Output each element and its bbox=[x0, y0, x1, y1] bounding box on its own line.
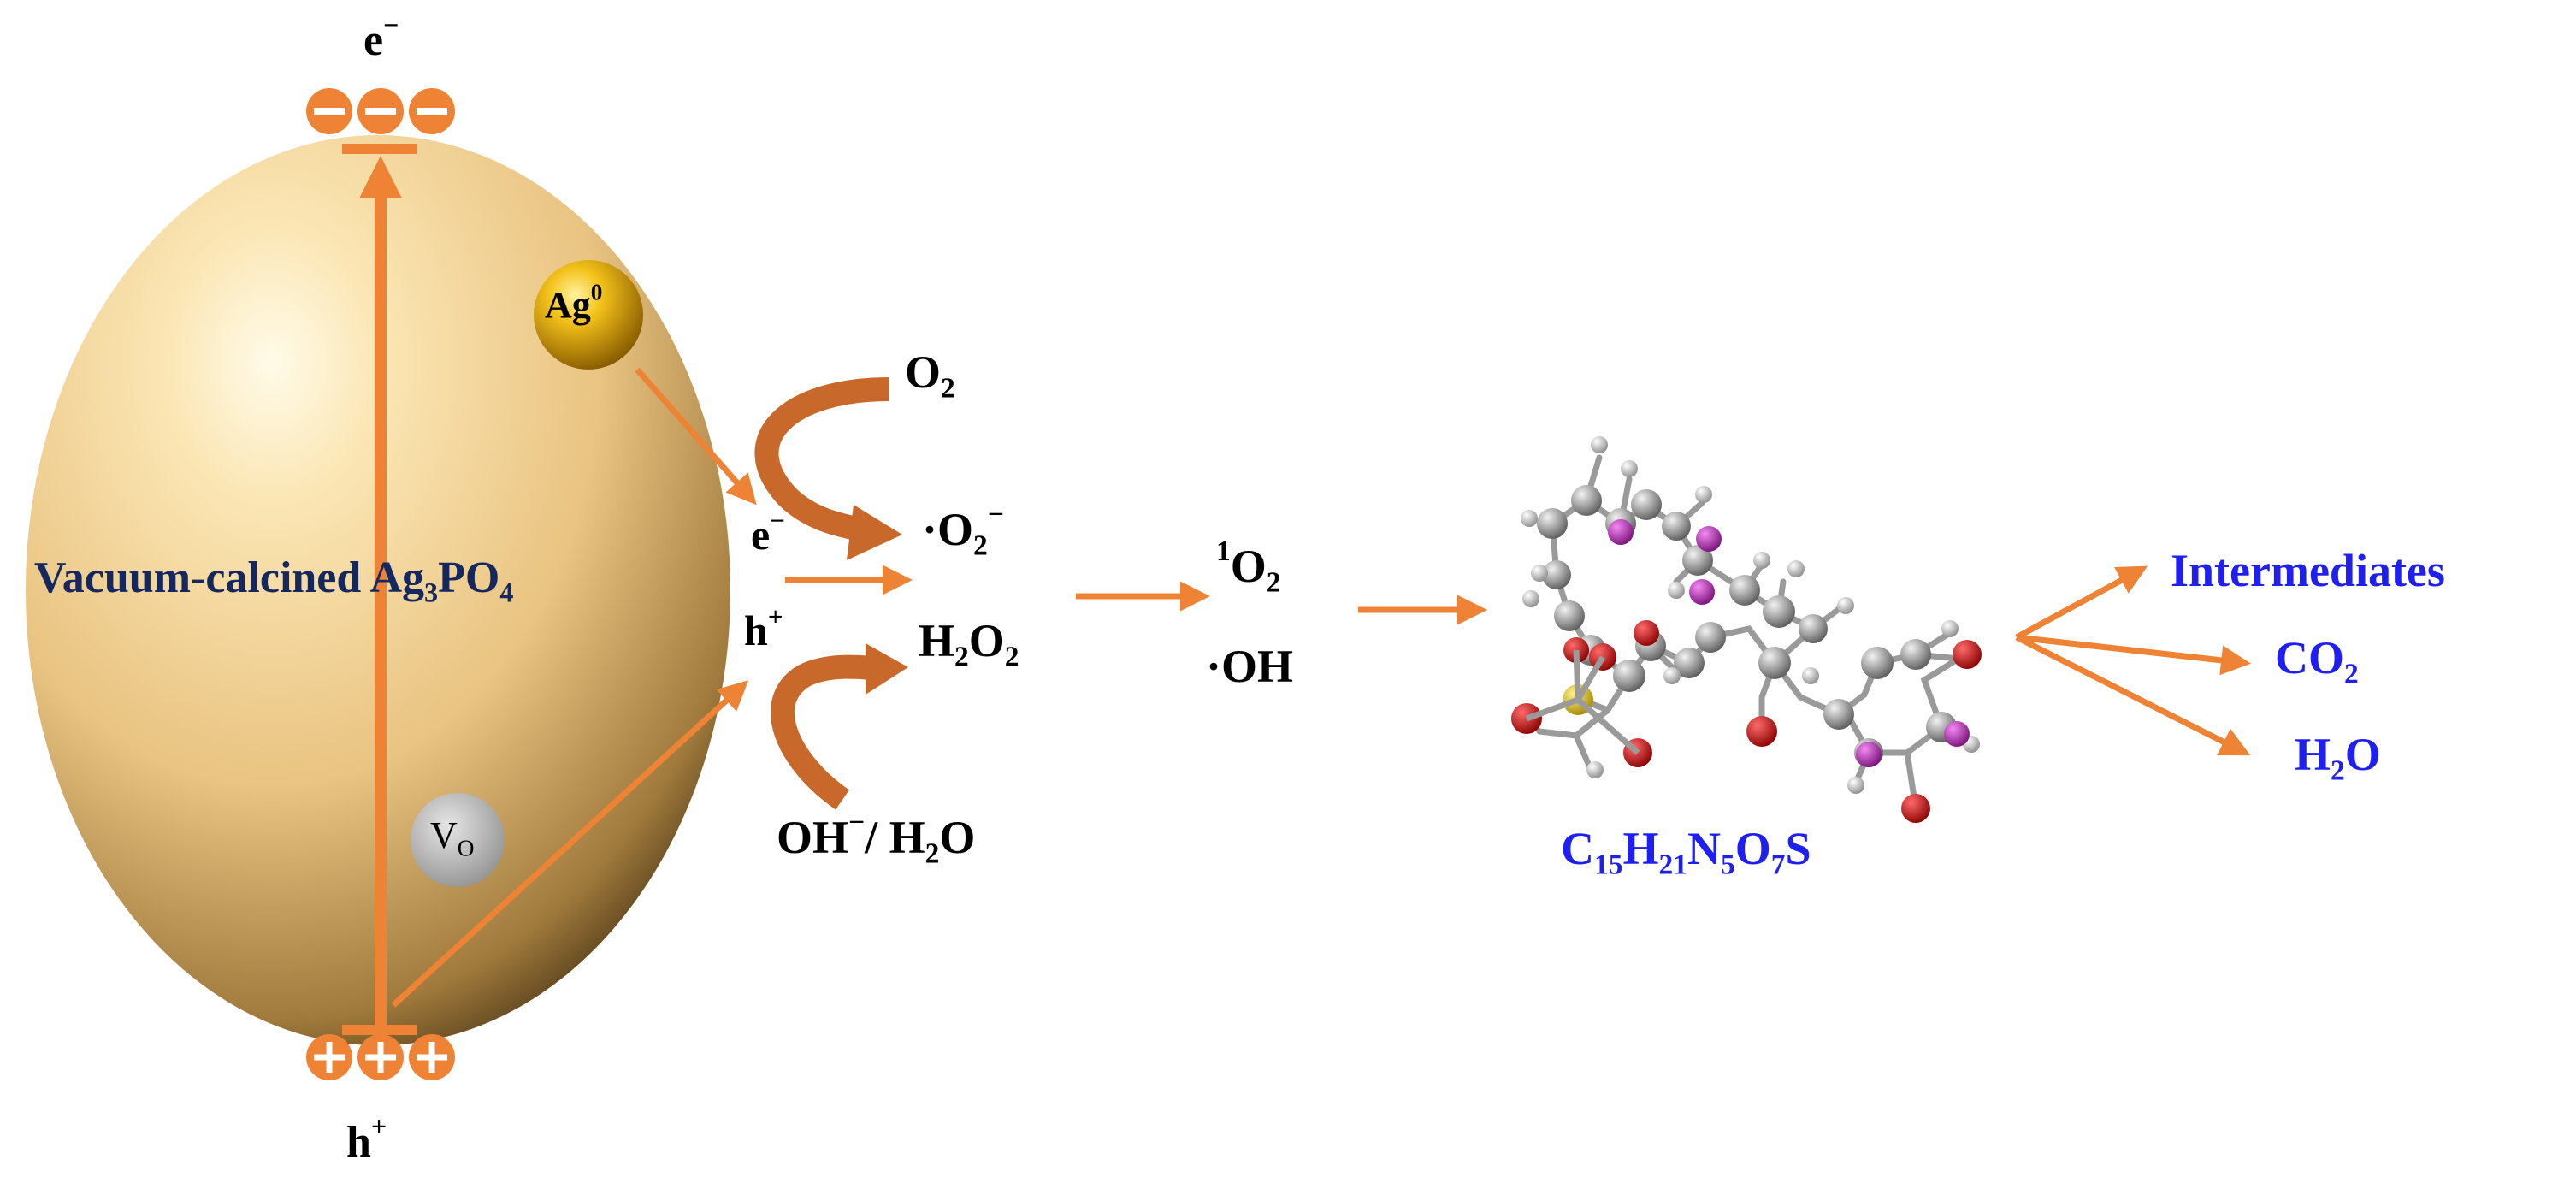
intermediates-label: Intermediates bbox=[2171, 545, 2445, 596]
singlet-oxygen-label: 1O2 bbox=[1216, 535, 1281, 599]
ag0-label: Ag0 bbox=[545, 279, 603, 326]
to-co2-arrow bbox=[2016, 634, 2251, 676]
valence-band-bar bbox=[342, 1025, 417, 1035]
oh-h2o-label: OH−/ H2O bbox=[777, 806, 976, 870]
bottom-hole-label: h+ bbox=[346, 1110, 387, 1167]
electron-minus bbox=[365, 108, 396, 115]
curved-arrow-oh bbox=[771, 643, 908, 810]
molecule-formula-label: C15H21N5O7S bbox=[1561, 823, 1811, 881]
surface-hole-label: h+ bbox=[744, 600, 783, 654]
to-intermediates-arrow bbox=[2015, 565, 2148, 641]
hole-plus bbox=[365, 1042, 396, 1073]
h2o-label: H2O bbox=[2295, 729, 2381, 787]
hole-plus bbox=[417, 1042, 447, 1073]
particle-label: Vacuum-calcined Ag3PO4 bbox=[34, 553, 514, 608]
electron-minus bbox=[314, 108, 345, 115]
hole-group bbox=[306, 1034, 455, 1080]
curved-arrow-o2 bbox=[754, 377, 902, 560]
electron-group bbox=[306, 88, 455, 134]
hole-plus bbox=[314, 1042, 345, 1073]
h2o2-label: H2O2 bbox=[919, 615, 1019, 673]
conduction-band-bar bbox=[342, 144, 417, 154]
hole-to-surface-arrow bbox=[391, 680, 749, 1008]
oxygen-vacancy-label: VO bbox=[430, 814, 475, 861]
band-gap-arrowhead bbox=[359, 156, 402, 198]
superoxide-label: ·O2− bbox=[922, 498, 1004, 562]
molecule-structure bbox=[1511, 436, 1982, 823]
straight-arrows bbox=[391, 367, 2251, 1008]
ag0-nanoparticle bbox=[534, 260, 643, 370]
top-electron-label: e− bbox=[363, 9, 399, 65]
surface-electron-label: e− bbox=[751, 505, 785, 559]
oxygen-vacancy bbox=[411, 793, 505, 887]
ag0-to-electron-arrow bbox=[635, 367, 757, 506]
to-h2o-arrow bbox=[2015, 634, 2251, 756]
o2-label: O2 bbox=[905, 346, 955, 405]
hydroxyl-radical-label: ·OH bbox=[1206, 641, 1294, 692]
co2-label: CO2 bbox=[2275, 632, 2359, 690]
electron-minus bbox=[417, 108, 447, 115]
